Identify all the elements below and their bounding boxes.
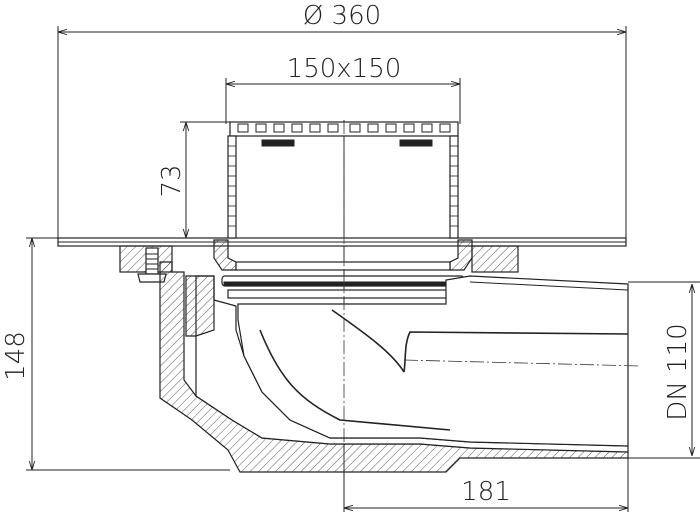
dimension-diameter: Ø 360 [57, 1, 627, 240]
pipe-label: DN 110 [663, 323, 693, 420]
diameter-label: Ø 360 [303, 1, 381, 31]
horizontal-offset-label: 181 [461, 477, 511, 507]
bolt [137, 247, 167, 283]
dimension-total-height: 148 [1, 237, 230, 471]
dimension-pipe: DN 110 [628, 281, 700, 459]
total-height-label: 148 [1, 331, 31, 381]
grate-label: 150x150 [287, 54, 402, 84]
flange-plate [57, 237, 627, 247]
outlet-pipe [237, 275, 641, 447]
dimension-grate: 150x150 [225, 54, 461, 124]
dimension-upper-height: 73 [157, 121, 232, 239]
sealing-ring [221, 275, 465, 299]
upper-height-label: 73 [157, 164, 187, 197]
extension-body [213, 135, 473, 271]
